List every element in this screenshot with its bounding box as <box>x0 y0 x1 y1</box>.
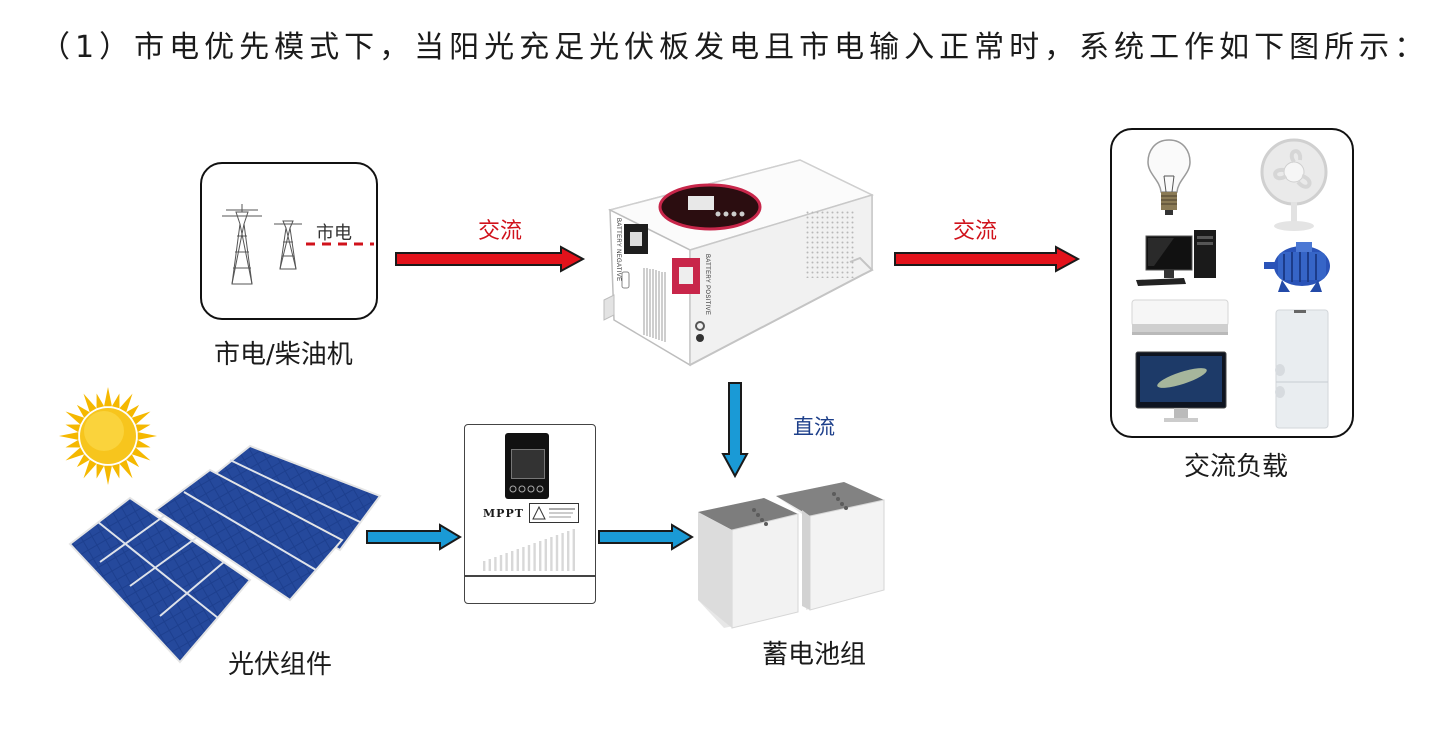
signal-bar <box>539 541 542 571</box>
signal-bar <box>505 553 508 571</box>
sun-ray <box>131 447 151 461</box>
sun-ray <box>104 387 112 407</box>
solar-panels-icon <box>68 444 382 664</box>
sun-ray <box>111 463 120 479</box>
desk-fan-icon <box>1260 138 1328 231</box>
air-conditioner-icon <box>1131 299 1229 335</box>
ac-arrow-grid-to-inverter <box>395 245 586 273</box>
ac-load-box <box>1110 128 1354 438</box>
sun-icon <box>59 387 157 485</box>
flow-label-inverter-to-load: 交流 <box>953 219 998 244</box>
signal-bar <box>488 559 491 571</box>
dc-arrow-inverter-to-battery <box>721 382 749 479</box>
dc-arrow-pv-to-controller <box>366 523 462 551</box>
flow-label-inverter-to-battery: 直流 <box>793 415 835 439</box>
battery-negative-label: BATTERY NEGATIVE <box>615 218 621 282</box>
grid-source-box: 市电 <box>200 162 378 320</box>
signal-bar <box>572 529 575 571</box>
battery-bank-icon <box>698 482 885 629</box>
sun-ray <box>65 411 85 425</box>
monitor-icon <box>1135 351 1227 422</box>
page-heading: （1）市电优先模式下，当阳光充足光伏板发电且市电输入正常时，系统工作如下图所示： <box>40 30 1430 65</box>
desktop-computer-icon <box>1136 230 1216 286</box>
signal-bar <box>533 543 536 571</box>
signal-bar <box>494 557 497 571</box>
signal-bar <box>499 555 503 571</box>
sun-ray <box>65 439 81 448</box>
pv-caption: 光伏组件 <box>228 650 333 680</box>
signal-bar <box>483 561 486 571</box>
sun-ray <box>76 404 90 418</box>
mppt-controller: MPPT <box>464 424 596 604</box>
sun-ray <box>76 454 90 468</box>
refrigerator-icon <box>1275 309 1329 429</box>
signal-bar <box>567 531 570 571</box>
light-bulb-icon <box>1147 139 1191 215</box>
signal-bar <box>511 551 514 571</box>
battery-positive-label: BATTERY POSITIVE <box>704 254 710 316</box>
ac-load-caption: 交流负载 <box>1184 452 1289 482</box>
sun-ray <box>83 459 97 479</box>
electric-motor-icon <box>1264 242 1330 292</box>
ac-arrow-inverter-to-load <box>894 245 1081 273</box>
warning-label-icon <box>529 503 579 523</box>
hybrid-inverter: BATTERY NEGATIVE BATTERY POSITIVE <box>600 150 880 380</box>
battery-caption: 蓄电池组 <box>762 640 867 670</box>
sun-ray <box>65 424 81 433</box>
sun-ray <box>131 411 151 425</box>
dc-arrow-controller-to-battery <box>598 523 694 551</box>
signal-bar <box>544 539 547 571</box>
sun-ray <box>104 465 112 485</box>
signal-bars-decoration <box>483 529 575 571</box>
sun-ray <box>59 432 79 440</box>
grid-inner-label: 市电 <box>316 223 352 244</box>
sun-ray <box>126 404 140 418</box>
signal-bar <box>527 545 531 571</box>
sun-ray <box>137 432 157 440</box>
signal-bar <box>550 537 553 571</box>
sun-ray <box>96 463 105 479</box>
sun-ray <box>135 439 151 448</box>
controller-display <box>505 433 549 499</box>
sun-ray <box>126 454 140 468</box>
flow-label-grid-to-inverter: 交流 <box>478 219 523 244</box>
sun-ray <box>83 393 97 413</box>
mppt-label: MPPT <box>483 507 524 520</box>
signal-bar <box>561 533 564 571</box>
sun-ray <box>119 459 133 479</box>
signal-bar <box>522 547 525 571</box>
signal-bar <box>516 549 519 571</box>
sun-ray <box>96 393 105 409</box>
power-tower-icon <box>222 204 374 285</box>
sun-ray <box>119 393 133 413</box>
grid-source-caption: 市电/柴油机 <box>214 340 353 370</box>
sun-ray <box>135 424 151 433</box>
signal-bar <box>555 535 559 571</box>
sun-ray <box>65 447 85 461</box>
sun-ray <box>111 393 120 409</box>
